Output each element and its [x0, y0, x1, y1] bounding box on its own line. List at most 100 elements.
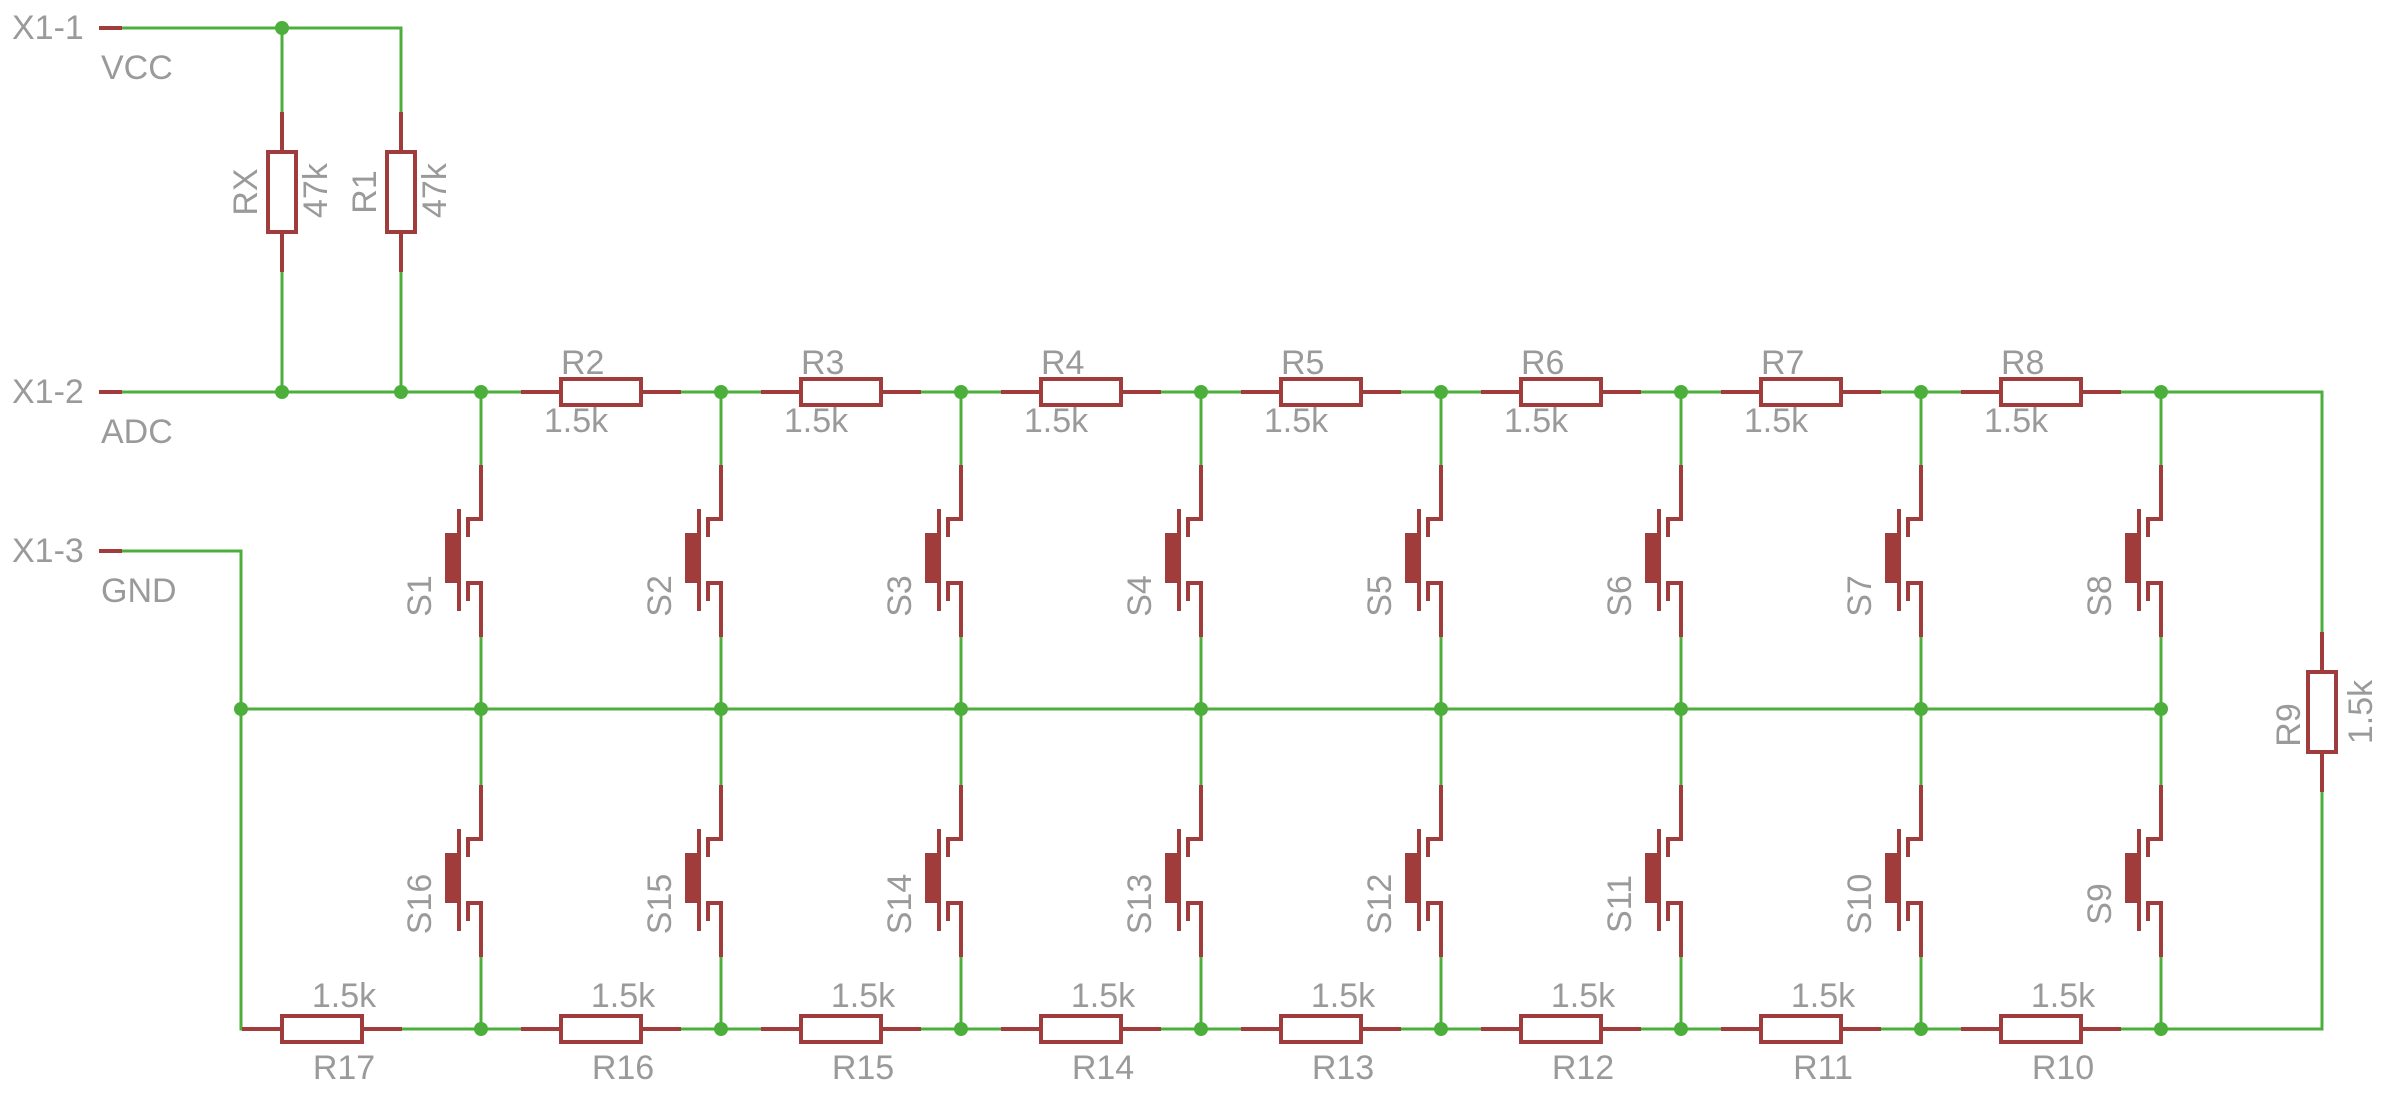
junction-dot: [954, 385, 968, 399]
switch-actuator: [1165, 853, 1179, 903]
top-resistor-name-label: R8: [2001, 344, 2044, 382]
top-resistor-value-label: 1.5k: [1024, 402, 1089, 440]
switch-contact: [1906, 581, 1923, 637]
top-switch-label: S7: [1841, 575, 1879, 617]
junction-dot: [954, 702, 968, 716]
bottom-switch-label: S13: [1121, 874, 1159, 935]
resistor-body: [559, 1014, 643, 1044]
resistor-body: [1519, 377, 1603, 407]
switch-contact: [1426, 465, 1443, 537]
resistor-body: [280, 1014, 364, 1044]
junction-dot: [234, 702, 248, 716]
top-resistor-name-label: R5: [1281, 344, 1324, 382]
resistor-body: [1279, 377, 1363, 407]
net-label: VCC: [101, 49, 173, 87]
switch-contact: [1666, 785, 1683, 857]
switch-s6: [1645, 465, 1683, 637]
switch-contact: [466, 901, 483, 957]
junction-dot: [1914, 1022, 1928, 1036]
top-resistor-value-label: 1.5k: [784, 402, 849, 440]
resistor-body: [1039, 377, 1123, 407]
bottom-resistor-r16: [521, 1014, 681, 1044]
switch-actuator: [1885, 853, 1899, 903]
switch-actuator: [685, 533, 699, 583]
switch-contact: [946, 785, 963, 857]
resistor-body: [2306, 670, 2338, 754]
bottom-switch-label: S14: [881, 874, 919, 935]
switch-contact: [1906, 785, 1923, 857]
switch-s12: [1405, 785, 1443, 957]
junction-dot: [1674, 702, 1688, 716]
resistor-body: [1759, 377, 1843, 407]
bottom-resistor-r13: [1241, 1014, 1401, 1044]
switch-contact: [946, 465, 963, 537]
switch-contact: [706, 581, 723, 637]
junction-dot: [394, 385, 408, 399]
connector-pin-label: X1-3: [12, 532, 84, 570]
top-resistor-r7: [1721, 377, 1881, 407]
switch-contact: [946, 581, 963, 637]
top-resistor-r4: [1001, 377, 1161, 407]
top-resistor-value-label: 1.5k: [1744, 402, 1809, 440]
bottom-switch-label: S15: [641, 874, 679, 935]
switch-contact: [1906, 465, 1923, 537]
switch-contact: [1186, 901, 1203, 957]
junction-dot: [2154, 1022, 2168, 1036]
top-resistor-r2: [521, 377, 681, 407]
junction-dot: [474, 1022, 488, 1036]
top-resistor-value-label: 1.5k: [1504, 402, 1569, 440]
bottom-resistor-name-label: R12: [1552, 1049, 1614, 1087]
junction-dot: [1194, 1022, 1208, 1036]
bottom-switch-label: S12: [1361, 874, 1399, 935]
junction-dot: [275, 21, 289, 35]
top-resistor-name-label: R3: [801, 344, 844, 382]
resistor-body: [1759, 1014, 1843, 1044]
bottom-resistor-r10: [1961, 1014, 2121, 1044]
net-label: ADC: [101, 413, 173, 451]
bottom-resistor-value-label: 1.5k: [831, 977, 896, 1015]
switch-contact: [466, 465, 483, 537]
bottom-resistor-name-label: R17: [313, 1049, 375, 1087]
bottom-resistor-r17: [242, 1014, 402, 1044]
switch-contact: [2146, 465, 2163, 537]
switch-actuator: [925, 533, 939, 583]
switch-contact: [1186, 465, 1203, 537]
bottom-resistor-name-label: R13: [1312, 1049, 1374, 1087]
resistor-body: [1519, 1014, 1603, 1044]
components-layer: [99, 26, 2338, 1044]
gnd-wire: [120, 549, 243, 1031]
switch-actuator: [685, 853, 699, 903]
switch-actuator: [1405, 533, 1419, 583]
bottom-resistor-name-label: R11: [1793, 1049, 1853, 1087]
junction-dot: [2154, 385, 2168, 399]
top-resistor-value-label: 1.5k: [544, 402, 609, 440]
switch-contact: [1186, 785, 1203, 857]
switch-actuator: [1645, 533, 1659, 583]
junctions-layer: [234, 21, 2168, 1036]
switch-contact: [706, 465, 723, 537]
junction-dot: [714, 702, 728, 716]
bottom-switch-label: S9: [2081, 883, 2119, 925]
switch-contact: [1906, 901, 1923, 957]
top-switch-label: S2: [641, 575, 679, 617]
switch-contact: [946, 901, 963, 957]
junction-dot: [1674, 385, 1688, 399]
junction-dot: [954, 1022, 968, 1036]
switch-actuator: [2125, 533, 2139, 583]
top-resistor-r5: [1241, 377, 1401, 407]
resistor-body: [559, 377, 643, 407]
switch-s7: [1885, 465, 1923, 637]
bottom-switch-label: S10: [1841, 874, 1879, 935]
switch-contact: [1666, 901, 1683, 957]
pullup-name-label: RX: [227, 168, 265, 215]
top-switch-label: S3: [881, 575, 919, 617]
pullup-resistor-rx: [266, 112, 298, 272]
top-resistor-r8: [1961, 377, 2121, 407]
junction-dot: [1434, 1022, 1448, 1036]
bottom-resistor-r12: [1481, 1014, 1641, 1044]
junction-dot: [1434, 385, 1448, 399]
right-resistor-value-label: 1.5k: [2342, 679, 2380, 744]
switch-contact: [1426, 901, 1443, 957]
switch-contact: [2146, 581, 2163, 637]
